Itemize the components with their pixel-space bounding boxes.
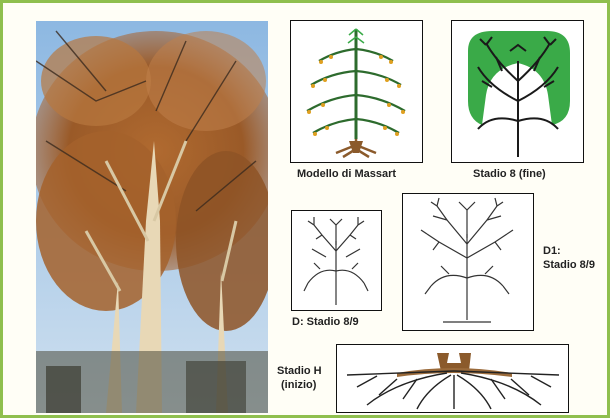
stage-d1-label-line2: Stadio 8/9	[543, 259, 595, 272]
stage-8-label: Stadio 8 (fine)	[473, 168, 546, 181]
stage-h-label-line2: (inizio)	[281, 379, 316, 392]
plane-tree-photo	[36, 21, 268, 413]
stage-d1-label-line1: D1:	[543, 245, 561, 258]
stage-h-label-line1: Stadio H	[277, 365, 322, 378]
stage-d1-panel	[402, 193, 534, 331]
massart-model-label: Modello di Massart	[297, 168, 396, 181]
stage-8-panel	[451, 20, 584, 163]
stage-d-panel	[291, 210, 382, 311]
stage-d-label: D: Stadio 8/9	[292, 316, 359, 329]
massart-model-panel	[290, 20, 423, 163]
stage-h-panel	[336, 344, 569, 413]
